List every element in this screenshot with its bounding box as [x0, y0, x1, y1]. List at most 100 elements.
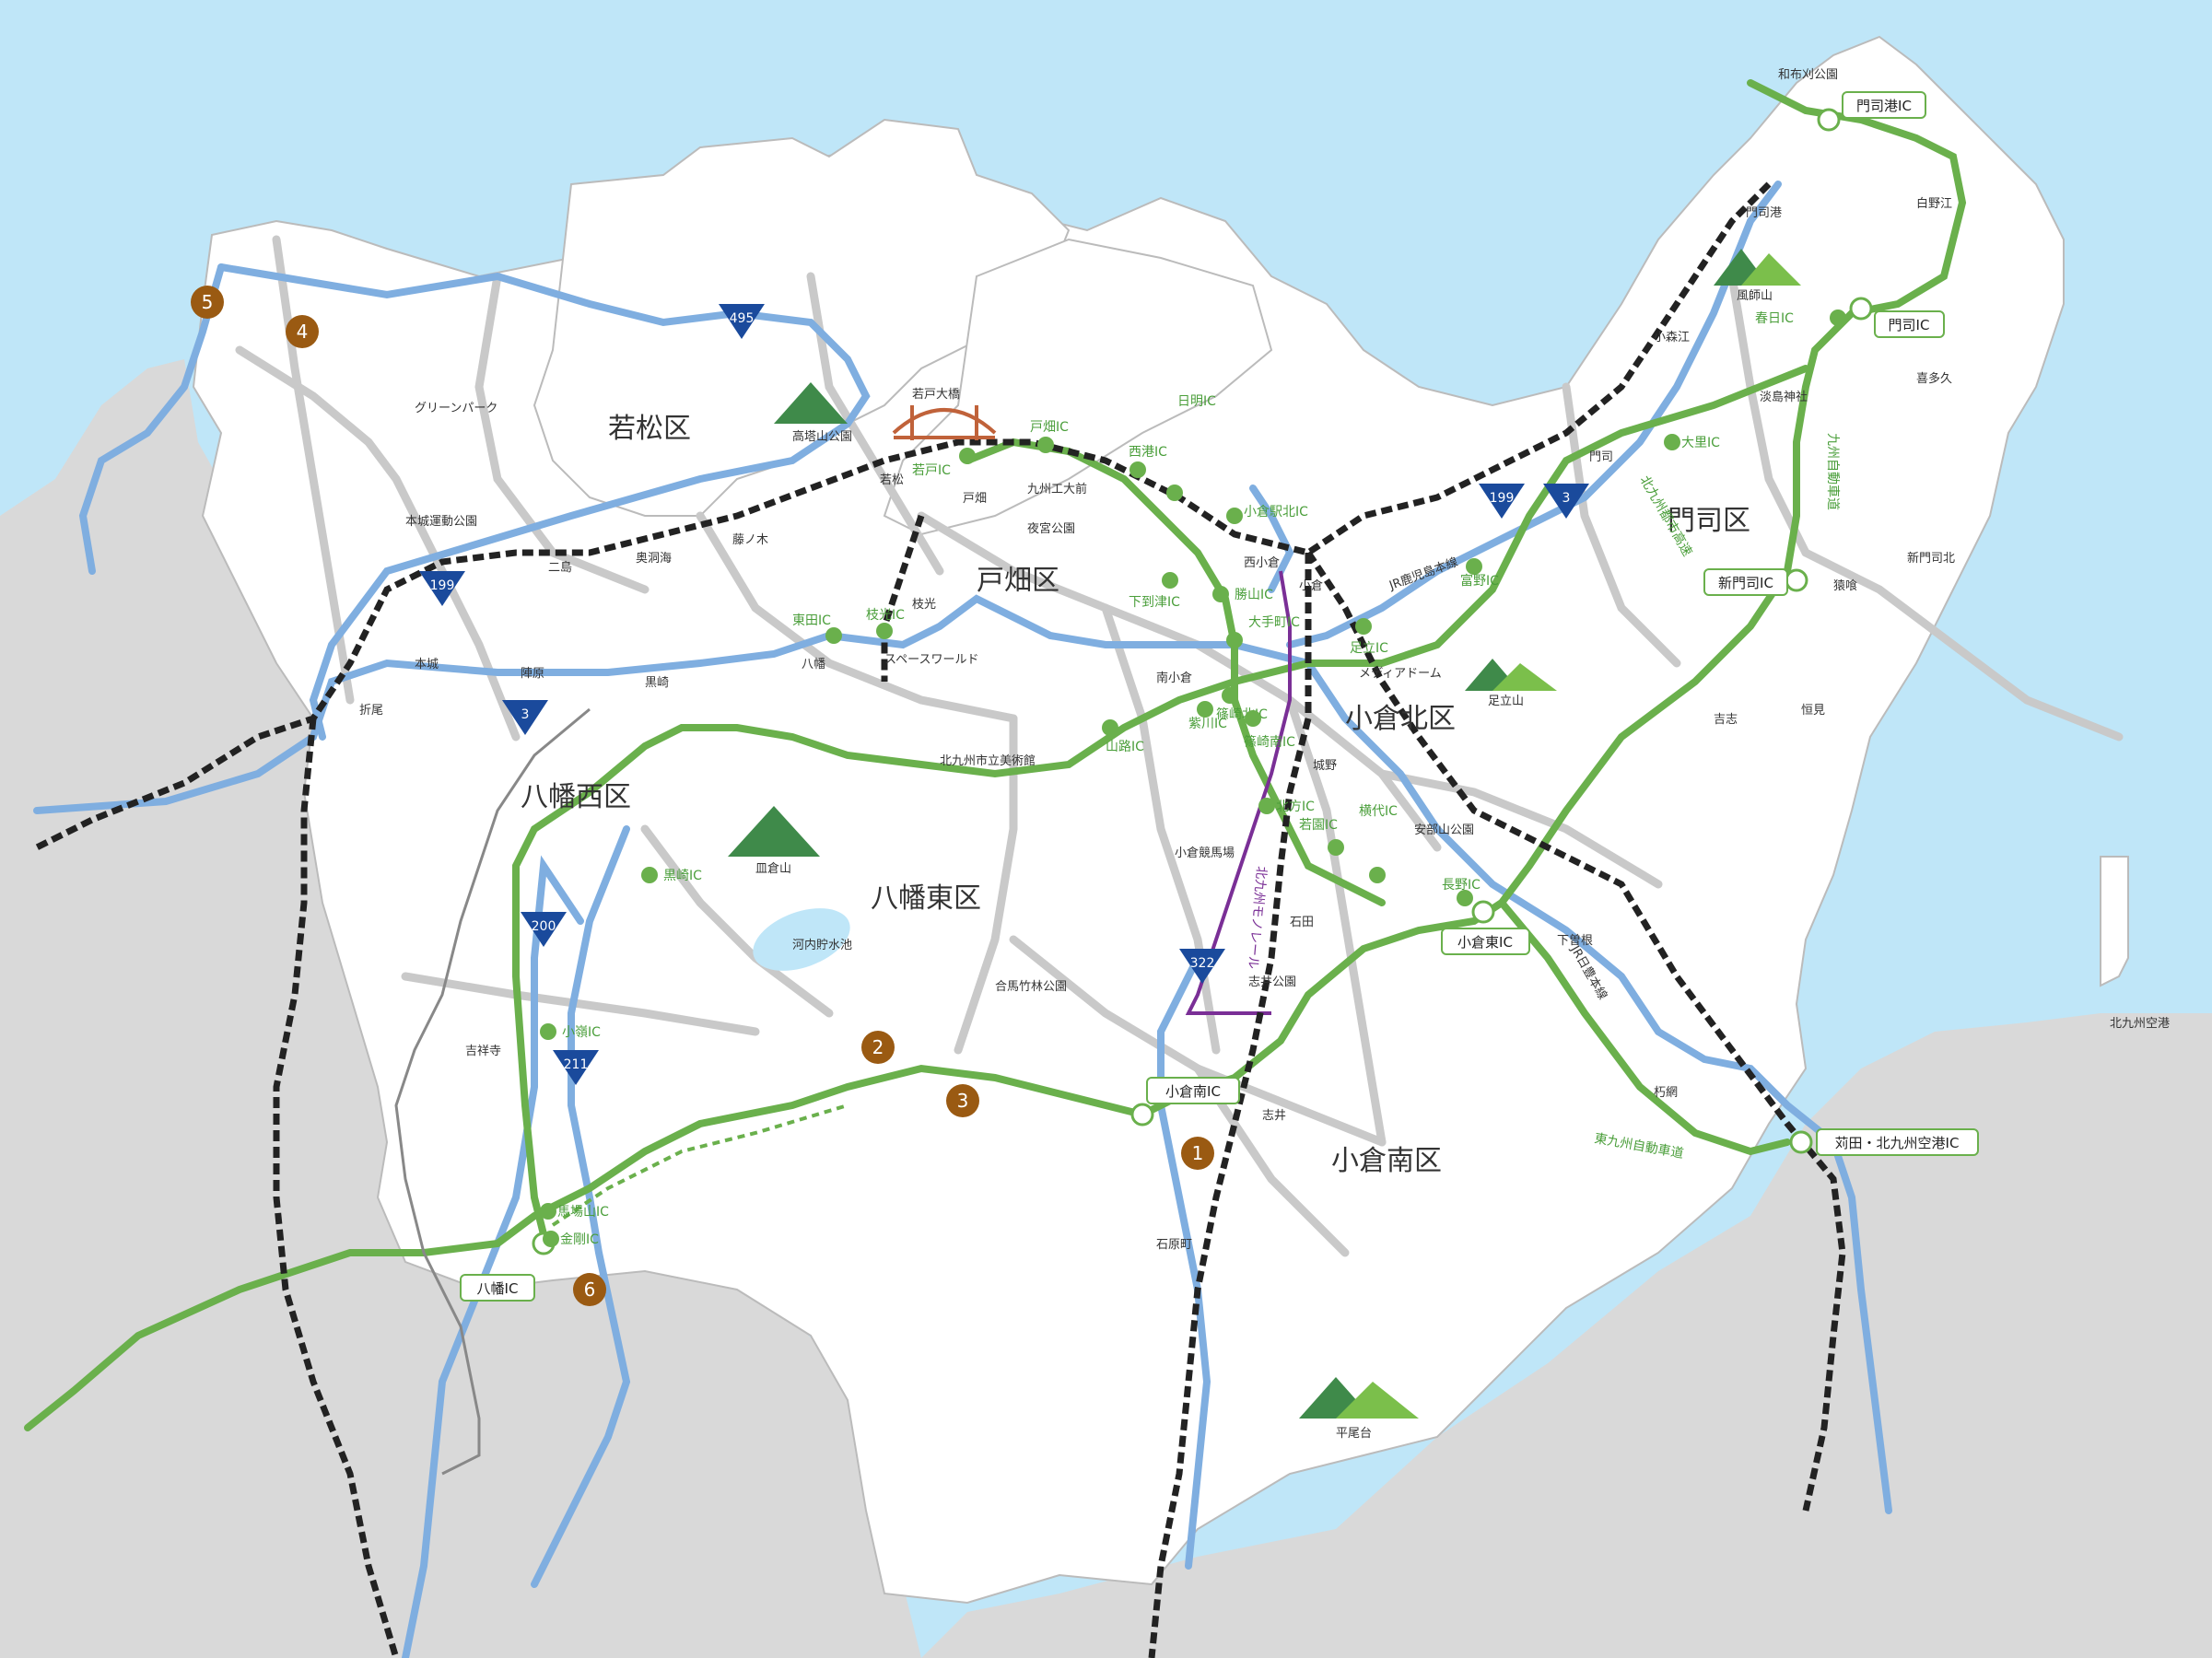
- ic-tomino: 富野IC: [1460, 573, 1499, 589]
- place-mekarikoen: 和布刈公園: [1778, 68, 1838, 82]
- route-shield-211: [553, 1050, 599, 1085]
- ic-shinozakiminami: 篠崎南IC: [1244, 735, 1295, 750]
- railways: [35, 181, 1846, 1658]
- route-shield-322-label: 322: [1190, 956, 1215, 971]
- monorail-line: [1185, 570, 1292, 1015]
- mountain-hiraodai: [1299, 1377, 1419, 1419]
- ic-kasuga: 春日IC: [1755, 311, 1794, 326]
- ic-dairi: 大里IC: [1681, 436, 1720, 450]
- ic-moji: 門司IC: [1889, 317, 1930, 333]
- station-labels: 門司港 小森江 門司 小倉 西小倉 南小倉 城野 安部山公園 下曽根 朽網 石田…: [359, 206, 1782, 1252]
- marker-1: 1: [1192, 1142, 1204, 1164]
- station-kusami: 朽網: [1654, 1086, 1678, 1100]
- kawachi-reservoir: [753, 908, 850, 971]
- route-shield-495: [719, 304, 765, 339]
- ic-kokurahigashi: 小倉東IC: [1457, 934, 1513, 951]
- place-yomiyakoen: 夜宮公園: [1027, 521, 1075, 536]
- station-moji: 門司: [1589, 450, 1613, 464]
- place-kokura-racecourse: 小倉競馬場: [1175, 847, 1235, 860]
- station-nishikokura: 西小倉: [1244, 556, 1280, 570]
- ic-kurosaki: 黒崎IC: [663, 869, 702, 883]
- interchange-markers: 門司港IC 門司IC 新門司IC 小倉東IC 苅田・北九州空港IC 小倉南IC …: [460, 91, 1979, 1302]
- station-okudokai: 奥洞海: [636, 552, 672, 566]
- outside-land-west: [0, 359, 921, 1658]
- station-ishida: 石田: [1290, 916, 1314, 929]
- station-shimosone: 下曽根: [1557, 934, 1593, 948]
- ward-yahatanishi: 八幡西区: [521, 781, 631, 813]
- route-shields: 495 199 3 199 3 200 211 322: [419, 304, 1589, 1085]
- station-abeyamakoen: 安部山公園: [1414, 823, 1474, 837]
- place-honjoundoukoen: 本城運動公園: [405, 515, 477, 529]
- marker-2: 2: [872, 1036, 884, 1058]
- chikuho-line: [394, 707, 591, 1476]
- ic-tobata: 戸畑IC: [1030, 420, 1069, 435]
- station-fujinoki: 藤ノ木: [732, 533, 768, 547]
- ic-kongo: 金剛IC: [560, 1232, 599, 1247]
- station-shiikoen: 志井公園: [1248, 975, 1296, 989]
- place-shinmojikita: 新門司北: [1907, 551, 1955, 566]
- place-greenpark: グリーンパーク: [415, 402, 497, 415]
- place-kisshoji: 吉祥寺: [465, 1045, 501, 1058]
- place-kitaku: 喜多久: [1916, 371, 1952, 386]
- ic-kanda-airport: 苅田・北九州空港IC: [1835, 1135, 1960, 1151]
- place-kawachi-reservoir: 河内貯水池: [792, 938, 852, 952]
- route-shield-200: [521, 912, 567, 947]
- national-routes: [33, 181, 1892, 1658]
- station-komorie: 小森江: [1654, 331, 1690, 344]
- label-kyushu-expressway: 九州自動車道: [1825, 433, 1841, 510]
- place-adachiyama: 足立山: [1488, 695, 1524, 708]
- station-wakamatsu: 若松: [880, 473, 904, 487]
- ic-babayama: 馬場山IC: [557, 1205, 609, 1220]
- station-honjo: 本城: [415, 658, 439, 671]
- place-shiranoe: 白野江: [1916, 196, 1952, 211]
- route-shield-199-west-label: 199: [430, 578, 455, 593]
- ic-adachi: 足立IC: [1350, 641, 1388, 656]
- mountain-takatoyama: [774, 382, 848, 424]
- ic-higashida: 東田IC: [792, 613, 831, 628]
- route-shield-3-west: [502, 700, 548, 735]
- place-sarubami: 猿喰: [1833, 578, 1857, 593]
- mountain-kazashiyama: [1714, 249, 1801, 286]
- ward-wakamatsu: 若松区: [608, 413, 691, 445]
- marker-5: 5: [202, 291, 214, 313]
- ic-yokoshiro: 横代IC: [1359, 804, 1398, 819]
- mountain-adachiyama: [1465, 659, 1557, 691]
- station-tobata: 戸畑: [963, 492, 987, 506]
- station-jono: 城野: [1313, 759, 1337, 773]
- ward-moji: 門司区: [1668, 505, 1750, 537]
- place-kishi: 吉志: [1714, 713, 1738, 727]
- ic-komine: 小嶺IC: [562, 1025, 601, 1040]
- place-hiraodai: 平尾台: [1336, 1427, 1372, 1441]
- ic-otemachi: 大手町IC: [1248, 615, 1300, 630]
- station-edamitsu: 枝光: [912, 598, 936, 612]
- ic-kokuraekikita: 小倉駅北IC: [1244, 505, 1308, 520]
- ward-labels: 若松区 戸畑区 小倉北区 門司区 八幡西区 八幡東区 小倉南区: [521, 413, 1750, 1177]
- route-shield-495-label: 495: [730, 311, 755, 326]
- route-shield-211-label: 211: [564, 1057, 589, 1072]
- station-shii: 志井: [1262, 1109, 1286, 1123]
- planned-expressway: [551, 1103, 849, 1227]
- route-shield-3-east: [1543, 484, 1589, 519]
- station-kurosaki: 黒崎: [645, 676, 669, 690]
- ward-kokuraminami: 小倉南区: [1331, 1145, 1442, 1177]
- ic-kitagata: 北方IC: [1276, 800, 1315, 814]
- marker-3: 3: [957, 1090, 969, 1112]
- ic-yamaji: 山路IC: [1106, 740, 1144, 754]
- route-shield-199-east-label: 199: [1490, 491, 1515, 506]
- ic-nishiminato: 西港IC: [1129, 445, 1167, 460]
- route-shield-199-east: [1479, 484, 1525, 519]
- ward-yahatahigashi: 八幡東区: [871, 882, 981, 915]
- place-mediadome: メディアドーム: [1359, 666, 1442, 681]
- industrial-island-2: [883, 238, 1273, 536]
- station-minamikokura: 南小倉: [1156, 671, 1192, 685]
- marker-4: 4: [297, 321, 309, 343]
- station-spaceworld: スペースワールド: [884, 653, 978, 667]
- station-ishiharamachi: 石原町: [1156, 1238, 1192, 1252]
- place-oumachikurinkoen: 合馬竹林公園: [995, 980, 1067, 994]
- minor-roads: [235, 235, 2124, 1257]
- station-orio: 折尾: [359, 704, 383, 718]
- route-shield-3-east-label: 3: [1562, 491, 1571, 506]
- place-labels: 和布刈公園 白野江 風師山 淡島神社 喜多久 猿喰 新門司北 吉志 恒見 北九州…: [405, 68, 2170, 1441]
- airport-island: [2100, 856, 2129, 987]
